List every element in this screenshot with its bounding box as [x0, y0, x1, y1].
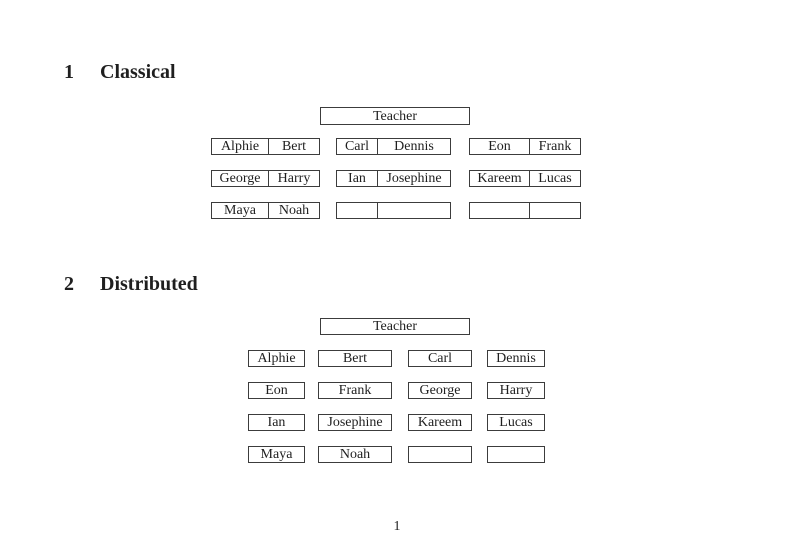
desk-box: Kareem Lucas — [469, 170, 581, 187]
seat-box: Carl — [408, 350, 472, 367]
section-title: Classical — [100, 61, 176, 83]
desk-seat-left: Alphie — [212, 139, 269, 154]
seat-box: Ian — [248, 414, 305, 431]
desk-seat-right: Frank — [538, 139, 572, 154]
desk-seat-left: Ian — [337, 171, 378, 186]
seat-box: Maya — [248, 446, 305, 463]
seat-box-empty — [408, 446, 472, 463]
desk-seat-right — [530, 203, 580, 218]
desk-seat-left — [337, 203, 378, 218]
seat-box: Eon — [248, 382, 305, 399]
desk-seat-right: Lucas — [538, 171, 572, 186]
desk-box: Carl Dennis — [336, 138, 451, 155]
teacher-box-distributed: Teacher — [320, 318, 470, 335]
seat-box: Noah — [318, 446, 392, 463]
seat-box: Lucas — [487, 414, 545, 431]
desk-box: Alphie Bert — [211, 138, 320, 155]
page-number: 1 — [393, 519, 401, 534]
desk-seat-right: Josephine — [386, 171, 442, 186]
desk-seat-left: Maya — [212, 203, 269, 218]
desk-seat-right: Bert — [281, 139, 307, 154]
seat-box: Frank — [318, 382, 392, 399]
desk-box: George Harry — [211, 170, 320, 187]
seat-box: Alphie — [248, 350, 305, 367]
seat-box: Kareem — [408, 414, 472, 431]
desk-seat-right: Harry — [277, 171, 311, 186]
desk-seat-left: Eon — [470, 139, 530, 154]
section-title: Distributed — [100, 273, 198, 295]
desk-seat-left: George — [212, 171, 269, 186]
desk-seat-right: Noah — [278, 203, 310, 218]
seat-box: Josephine — [318, 414, 392, 431]
section-heading-classical: 1 Classical — [64, 61, 176, 83]
seat-box: George — [408, 382, 472, 399]
desk-seat-left: Kareem — [470, 171, 530, 186]
desk-box: Eon Frank — [469, 138, 581, 155]
desk-seat-left: Carl — [337, 139, 378, 154]
seat-box: Dennis — [487, 350, 545, 367]
section-number: 2 — [64, 273, 74, 295]
section-heading-distributed: 2 Distributed — [64, 273, 198, 295]
seat-box: Harry — [487, 382, 545, 399]
desk-box-empty — [336, 202, 451, 219]
section-number: 1 — [64, 61, 74, 83]
desk-box-empty — [469, 202, 581, 219]
desk-box: Ian Josephine — [336, 170, 451, 187]
desk-seat-right: Dennis — [394, 139, 434, 154]
seat-box: Bert — [318, 350, 392, 367]
teacher-box-classical: Teacher — [320, 107, 470, 125]
desk-box: Maya Noah — [211, 202, 320, 219]
desk-seat-right — [378, 203, 450, 218]
seat-box-empty — [487, 446, 545, 463]
desk-seat-left — [470, 203, 530, 218]
